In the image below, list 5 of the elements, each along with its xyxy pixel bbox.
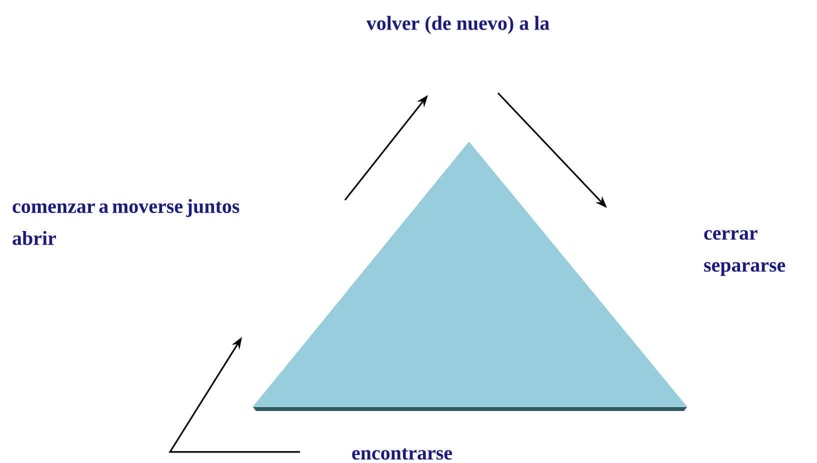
text-label: cerrar separarse	[704, 230, 786, 276]
text-label: encontrarse	[352, 448, 452, 460]
text-label: volver (de nuevo) a la	[366, 16, 550, 34]
text-label: comenzar a moverse juntos abrir	[12, 198, 240, 246]
triangle	[252, 142, 688, 411]
